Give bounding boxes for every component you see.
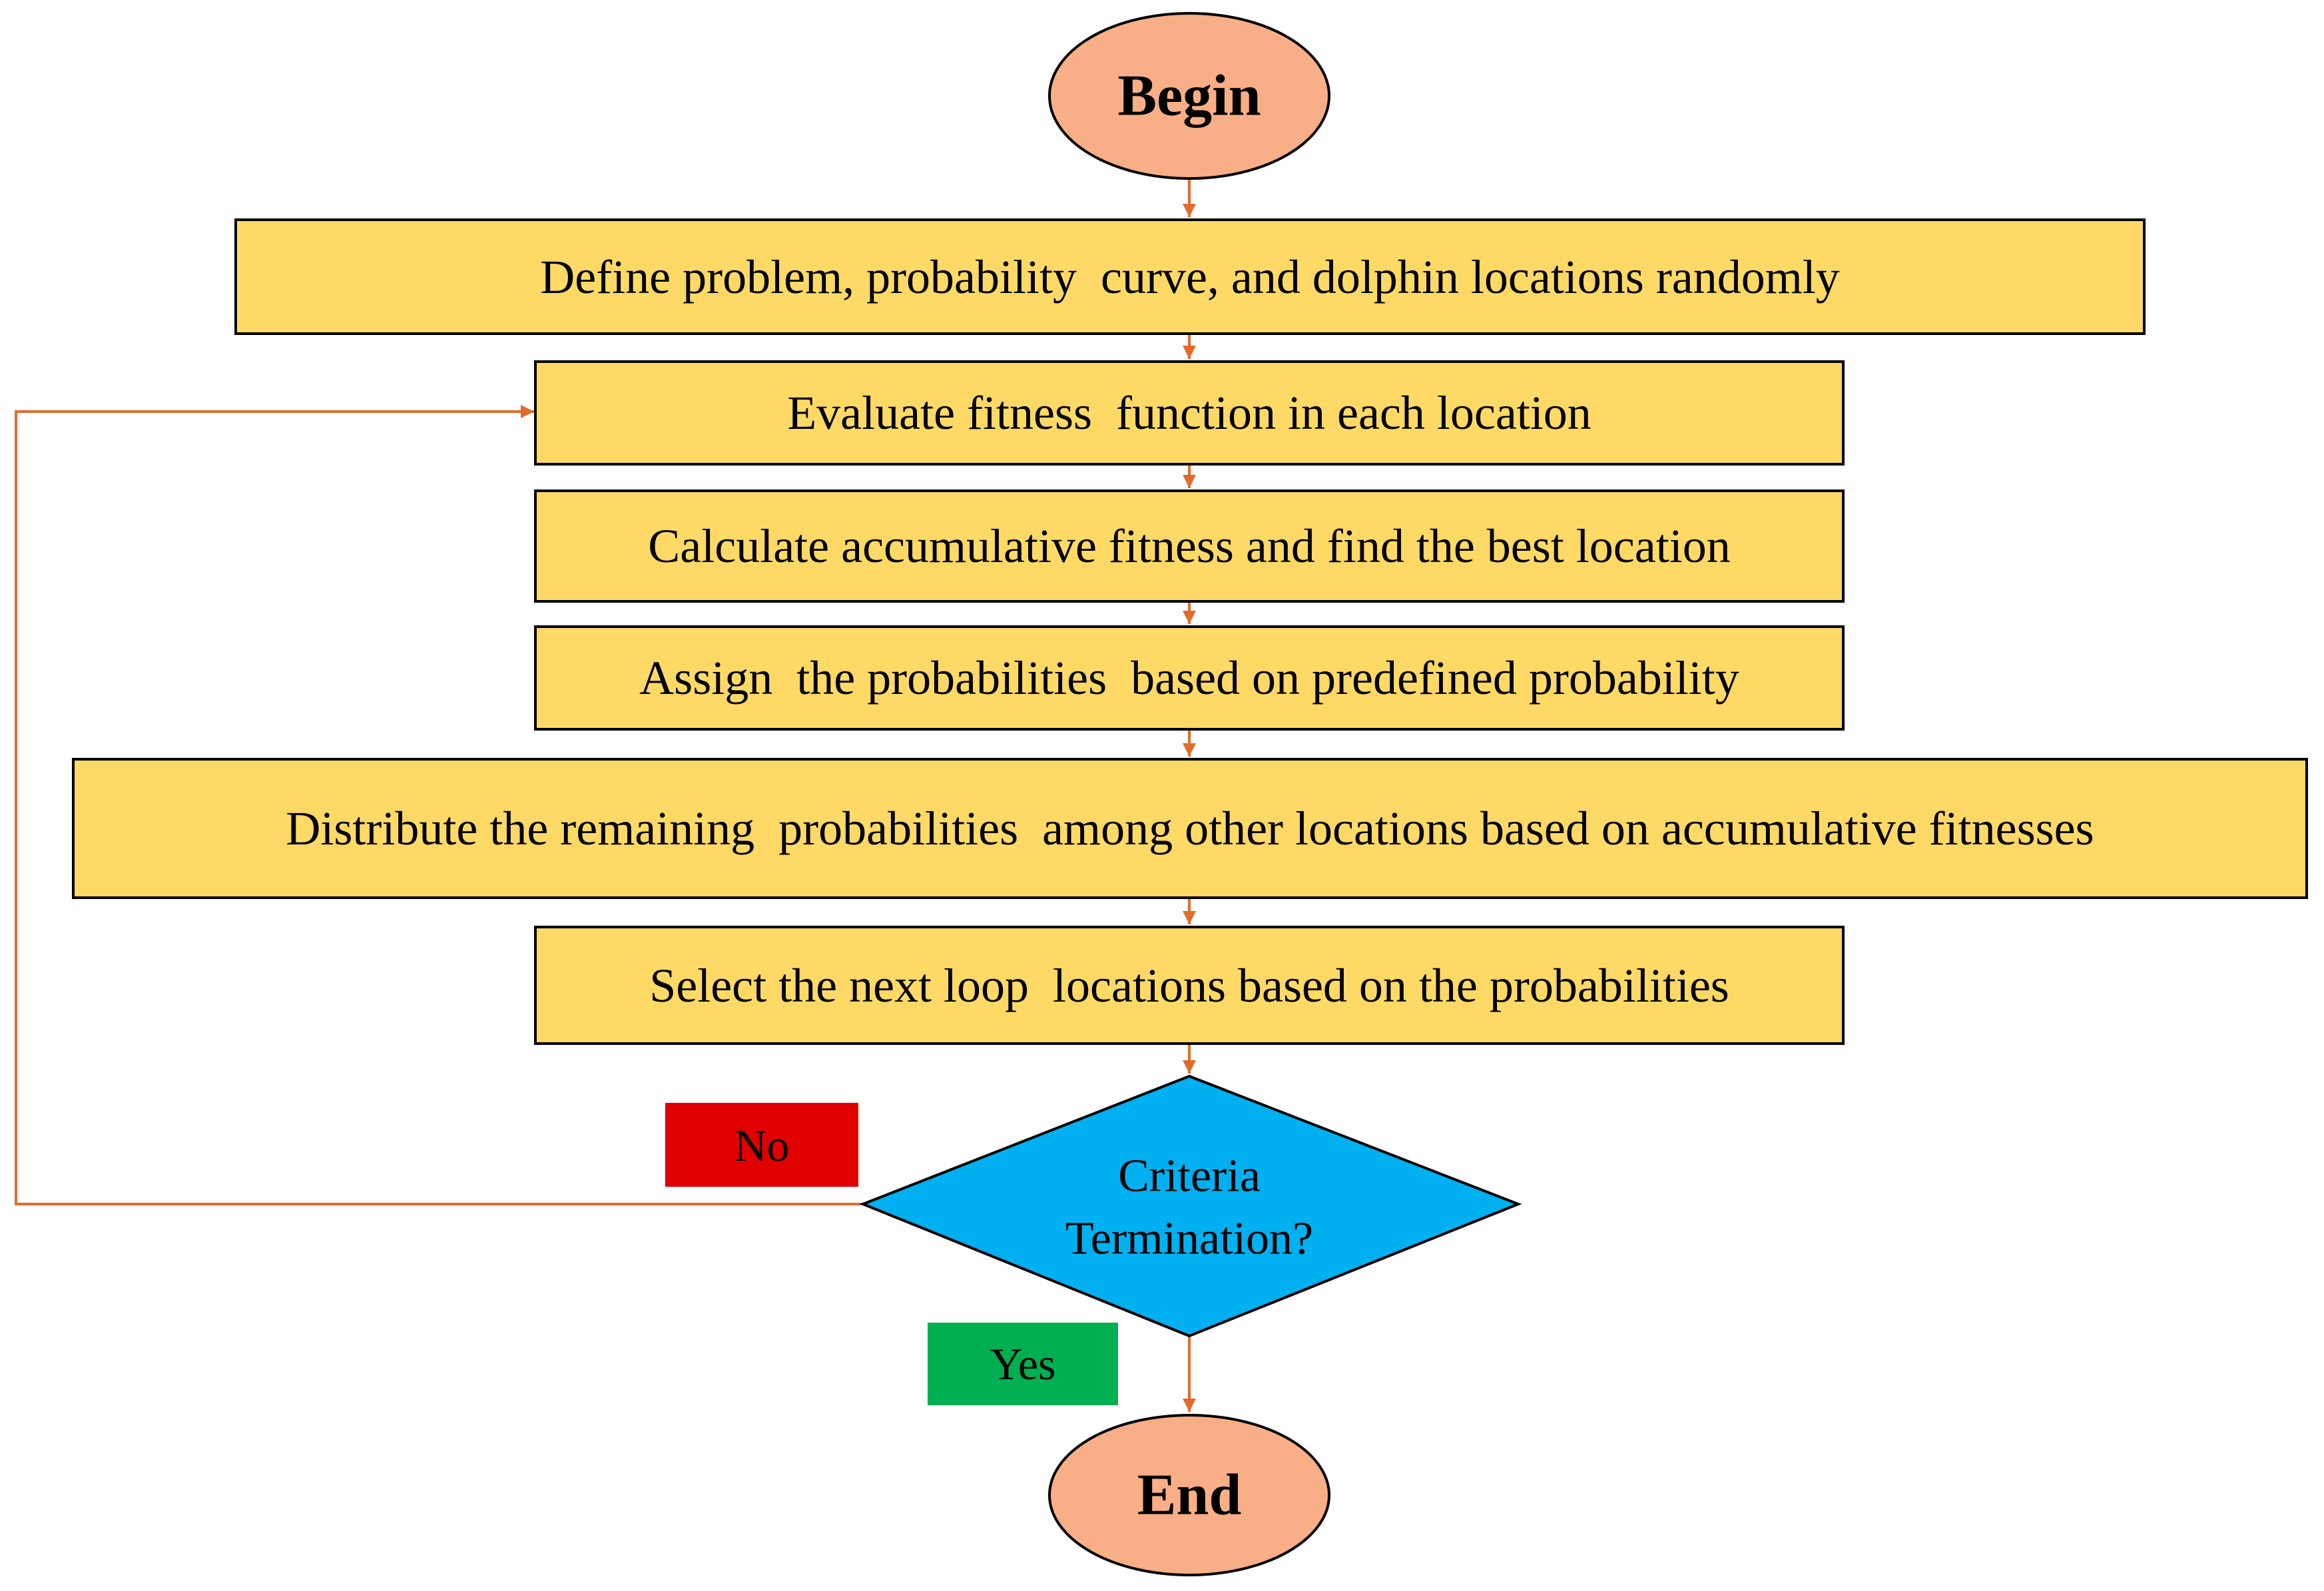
no-label-text: No (734, 1120, 789, 1171)
step-distribute-probabilities: Distribute the remaining probabilities a… (72, 758, 2308, 899)
end-label: End (1137, 1463, 1242, 1528)
step-assign-probabilities: Assign the probabilities based on predef… (534, 625, 1845, 731)
begin-ellipse (1048, 12, 1330, 180)
begin-label: Begin (1117, 64, 1261, 129)
step-4-box (534, 625, 1845, 731)
begin-terminal: Begin (1048, 12, 1330, 180)
step-5-box (72, 758, 2308, 899)
yes-branch-label: Yes (928, 1323, 1118, 1405)
step-1-box (234, 218, 2146, 335)
yes-label-box (928, 1323, 1118, 1405)
step-evaluate-fitness: Evaluate fitness function in each locati… (534, 360, 1845, 466)
step-define-problem: Define problem, probability curve, and d… (234, 218, 2146, 335)
no-label-box (665, 1103, 858, 1187)
end-terminal: End (1048, 1414, 1330, 1576)
step-calculate-fitness: Calculate accumulative fitness and find … (534, 489, 1845, 603)
step-2-box (534, 360, 1845, 466)
decision-diamond (859, 1074, 1522, 1338)
connectors (15, 178, 1196, 1412)
step-3-box (534, 489, 1845, 603)
step-6-box (534, 926, 1845, 1045)
decision-line-1: Criteria (1118, 1151, 1261, 1202)
end-ellipse (1048, 1414, 1330, 1576)
decision-line-2: Termination? (1065, 1213, 1313, 1265)
step-6-text: Select the next loop locations based on … (649, 959, 1729, 1012)
step-4-text: Assign the probabilities based on predef… (639, 651, 1739, 705)
step-1-text: Define problem, probability curve, and d… (540, 250, 1840, 304)
loop-back-arrow-no (15, 405, 863, 1205)
yes-label-text: Yes (990, 1339, 1056, 1389)
decision-criteria-termination: Criteria Termination? (859, 1074, 1522, 1338)
no-branch-label: No (665, 1103, 858, 1187)
step-select-next-locations: Select the next loop locations based on … (534, 926, 1845, 1045)
step-2-text: Evaluate fitness function in each locati… (787, 386, 1592, 440)
step-5-text: Distribute the remaining probabilities a… (286, 802, 2094, 855)
step-3-text: Calculate accumulative fitness and find … (648, 519, 1730, 573)
